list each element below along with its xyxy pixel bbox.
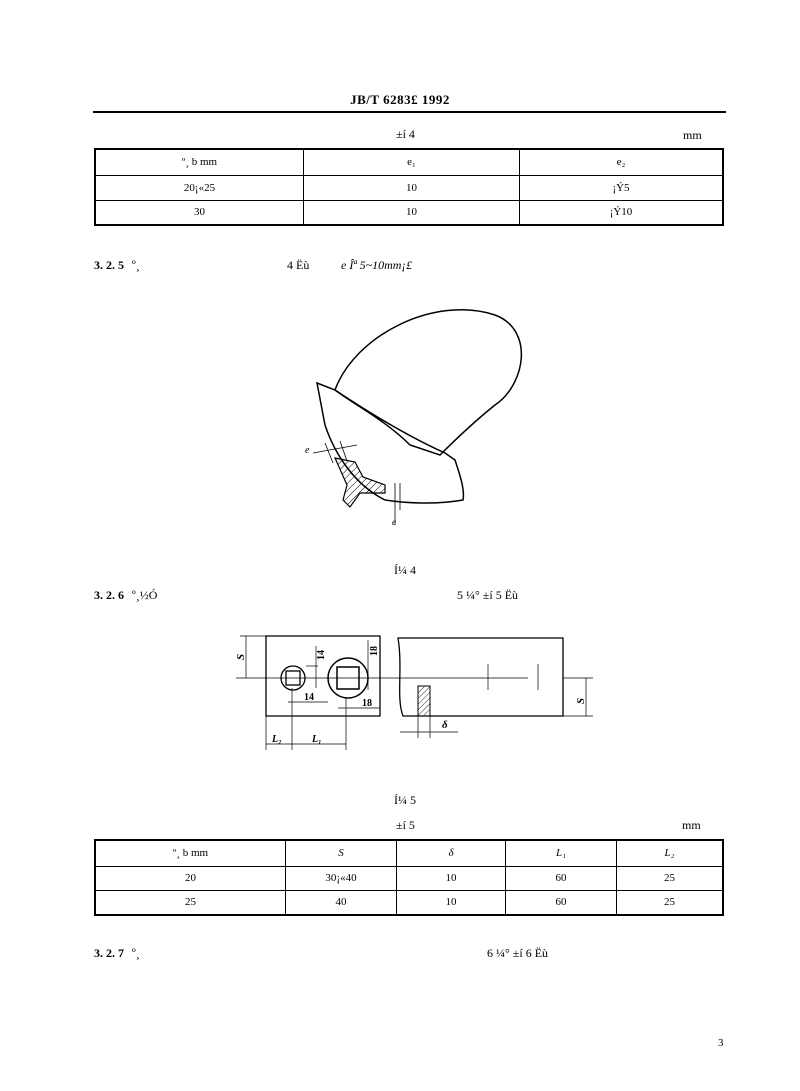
table4: º¸ b mm e₁ e₂ 20¡«25 10 ¡Ý5 30 10 ¡Ý10 xyxy=(94,148,724,226)
table5-header-delta: δ xyxy=(396,839,506,867)
table5-unit: mm xyxy=(682,818,701,832)
table4-cell: 30 xyxy=(94,199,304,226)
fig4-label-e: e xyxy=(305,445,310,456)
fig5-label-14-v: 14 xyxy=(316,650,327,660)
clause-3-2-5-tail: e Îª 5~10mm¡£ xyxy=(341,258,413,272)
clause-number: 3. 2. 7 xyxy=(94,946,124,960)
clause-text: º¸½Ó xyxy=(132,588,158,602)
clause-3-2-7-ref: 6 ¼° ±í 6 Ëù xyxy=(487,946,549,960)
table5-cell: 25 xyxy=(94,889,286,916)
fig5-label-delta: δ xyxy=(442,719,448,731)
table4-cell: 10 xyxy=(303,199,520,226)
table5-cell: 10 xyxy=(396,865,506,891)
clause-3-2-7: 3. 2. 7 º¸ xyxy=(94,946,140,961)
table5-header-l1: L₁ xyxy=(505,839,617,867)
table5-cell: 25 xyxy=(616,889,724,916)
blade-outline xyxy=(334,309,522,456)
clause-number: 3. 2. 5 xyxy=(94,258,124,272)
table5-header-s: S xyxy=(285,839,397,867)
figure5-drawing: S 14 18 14 18 L₂ L₁ δ S xyxy=(235,635,593,750)
weld-section xyxy=(333,457,386,508)
table4-caption: ±í 4 xyxy=(396,127,415,141)
table5: º¸ b mm S δ L₁ L₂ 20 30¡«40 10 60 25 25 … xyxy=(94,839,724,916)
square-18 xyxy=(336,666,360,690)
fig5-label-l2: L₂ xyxy=(271,734,282,745)
hole-14 xyxy=(280,665,306,691)
table-row: 20¡«25 10 ¡Ý5 xyxy=(94,174,724,201)
square-14 xyxy=(285,670,301,686)
clause-3-2-5: 3. 2. 5 º¸ xyxy=(94,258,140,273)
table4-header-width: º¸ b mm xyxy=(94,148,304,176)
table5-cell: 30¡«40 xyxy=(285,865,397,891)
clause-3-2-6-ref: 5 ¼° ±í 5 Ëù xyxy=(457,588,519,602)
table4-cell: ¡Ý10 xyxy=(519,199,724,226)
clause-text: º¸ xyxy=(132,258,140,272)
page-number: 3 xyxy=(718,1037,724,1049)
table-row: 25 40 10 60 25 xyxy=(94,889,724,916)
table5-caption: ±í 5 xyxy=(396,818,415,832)
weld-strip xyxy=(417,685,431,717)
header-rule xyxy=(93,111,726,113)
clause-3-2-5-ref: 4 Ëù xyxy=(287,258,310,272)
table5-header-l2: L₂ xyxy=(616,839,724,867)
clause-number: 3. 2. 6 xyxy=(94,588,124,602)
fig5-label-s-right: S xyxy=(575,698,587,704)
table5-cell: 25 xyxy=(616,865,724,891)
table4-cell: 10 xyxy=(303,174,520,201)
table5-cell: 20 xyxy=(94,865,286,891)
table-header-row: º¸ b mm S δ L₁ L₂ xyxy=(94,839,724,867)
blade-plate xyxy=(316,381,465,504)
fig4-label-e-lower: e xyxy=(392,517,396,527)
table4-header-e2: e₂ xyxy=(519,148,724,176)
figure5-caption: Í¼ 5 xyxy=(394,793,416,807)
fig5-label-18-v: 18 xyxy=(369,646,380,656)
table5-cell: 10 xyxy=(396,889,506,916)
table-row: 20 30¡«40 10 60 25 xyxy=(94,865,724,891)
fig5-label-l1: L₁ xyxy=(311,734,322,745)
fig5-label-18-h: 18 xyxy=(362,698,372,709)
page-header: JB/T 6283£ 1992 xyxy=(350,92,450,107)
figure4-caption: Í¼ 4 xyxy=(394,563,416,577)
table4-unit: mm xyxy=(683,128,702,142)
table4-header-e1: e₁ xyxy=(303,148,520,176)
clause-3-2-6: 3. 2. 6 º¸½Ó xyxy=(94,588,157,603)
right-block xyxy=(397,637,564,717)
left-block xyxy=(265,635,381,717)
table-row: 30 10 ¡Ý10 xyxy=(94,199,724,226)
table5-cell: 60 xyxy=(505,889,617,916)
table4-cell: 20¡«25 xyxy=(94,174,304,201)
fig5-label-14-h: 14 xyxy=(304,692,314,703)
figure4-drawing: e e xyxy=(305,309,522,527)
table-header-row: º¸ b mm e₁ e₂ xyxy=(94,148,724,176)
table5-cell: 40 xyxy=(285,889,397,916)
table5-cell: 60 xyxy=(505,865,617,891)
table4-cell: ¡Ý5 xyxy=(519,174,724,201)
fig5-label-s-left: S xyxy=(235,654,247,660)
table5-header-width: º¸ b mm xyxy=(94,839,286,867)
clause-text: º¸ xyxy=(132,946,140,960)
